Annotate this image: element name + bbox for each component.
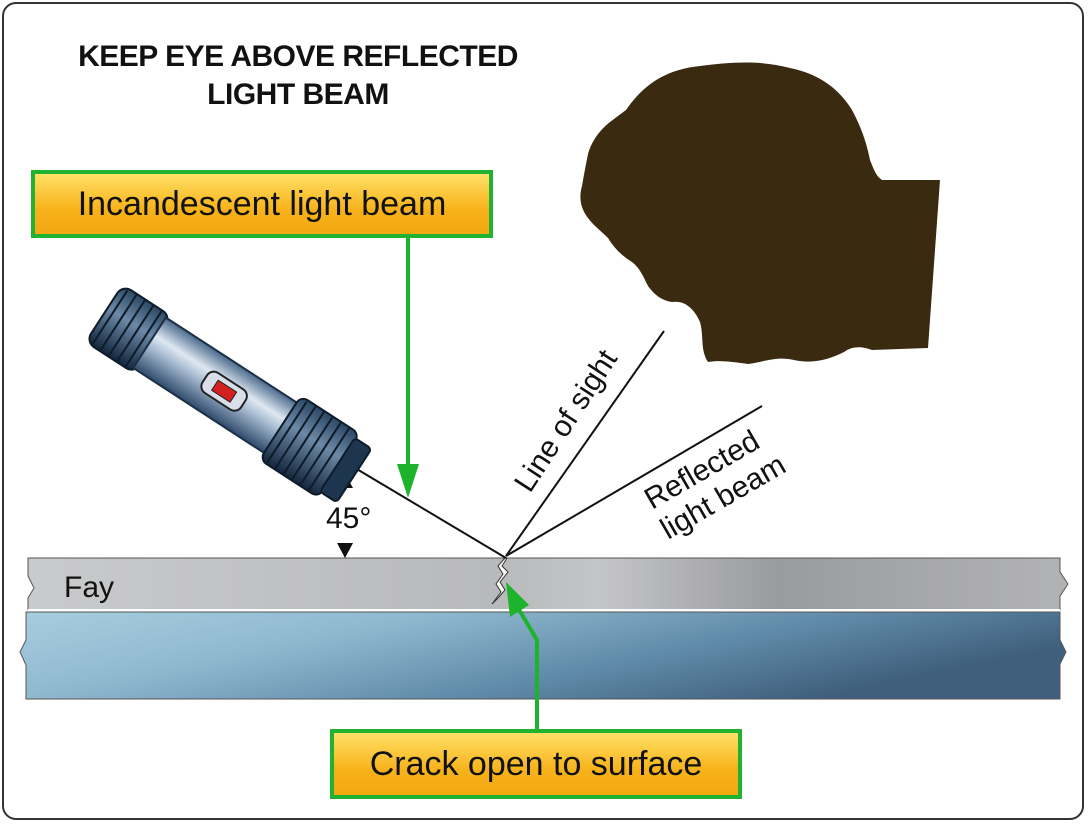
crack-pointer-arrowhead (506, 582, 529, 617)
angle-label: 45° (326, 502, 371, 535)
incident-light-beam-line (344, 461, 507, 559)
line-of-sight-label: Line of sight (508, 344, 624, 498)
crack-pointer-arrow (516, 606, 539, 729)
crack-open-to-surface-callout: Crack open to surface (330, 729, 742, 799)
line-of-sight-line (505, 330, 665, 557)
flashlight-icon (88, 287, 372, 502)
title-line-2: LIGHT BEAM (207, 78, 389, 111)
angle-arrow-down (337, 543, 353, 558)
reflected-beam-line (505, 405, 763, 557)
underlayer-blue (19, 611, 1067, 700)
incandescent-light-beam-callout: Incandescent light beam (31, 170, 493, 238)
diagram-title: KEEP EYE ABOVE REFLECTED LIGHT BEAM (0, 38, 596, 114)
incandescent-light-beam-text: Incandescent light beam (77, 184, 447, 223)
fay-label: Fay (64, 571, 114, 604)
crack (491, 557, 509, 605)
head-silhouette-icon (580, 62, 940, 364)
surface-plate (27, 557, 1069, 611)
title-line-1: KEEP EYE ABOVE REFLECTED (78, 40, 518, 73)
beam-pointer-arrowhead (397, 464, 419, 498)
crack-open-to-surface-text: Crack open to surface (369, 744, 703, 783)
